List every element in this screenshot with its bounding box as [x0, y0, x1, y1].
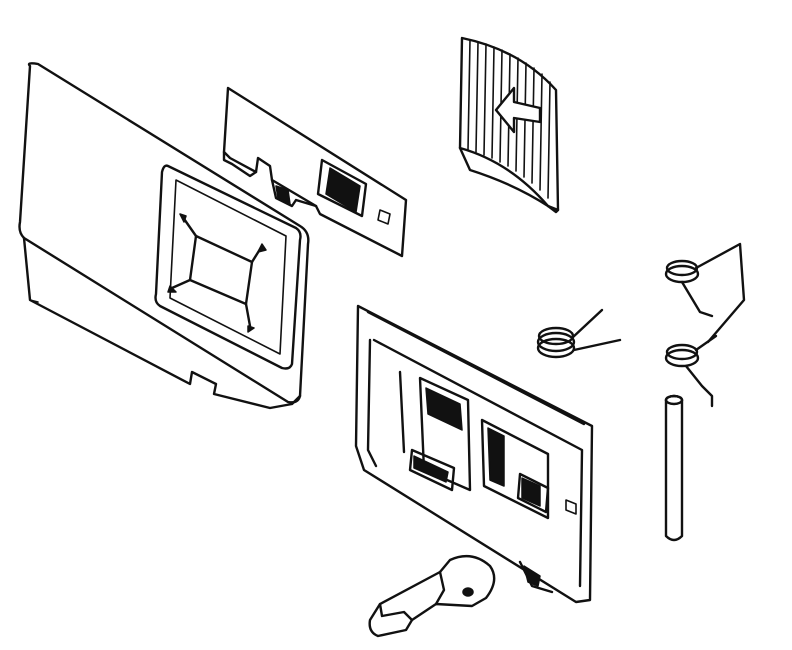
- spring-left: [536, 308, 622, 359]
- latch-base: [354, 304, 594, 604]
- slide-knob: [458, 36, 560, 214]
- lever: [368, 554, 496, 638]
- arrow-left-icon: [494, 86, 542, 134]
- spring-lower-right: [664, 334, 718, 408]
- spring-upper-right: [664, 242, 746, 344]
- retaining-plate: [222, 86, 408, 258]
- pin: [664, 394, 684, 542]
- cover-panel: [18, 62, 310, 410]
